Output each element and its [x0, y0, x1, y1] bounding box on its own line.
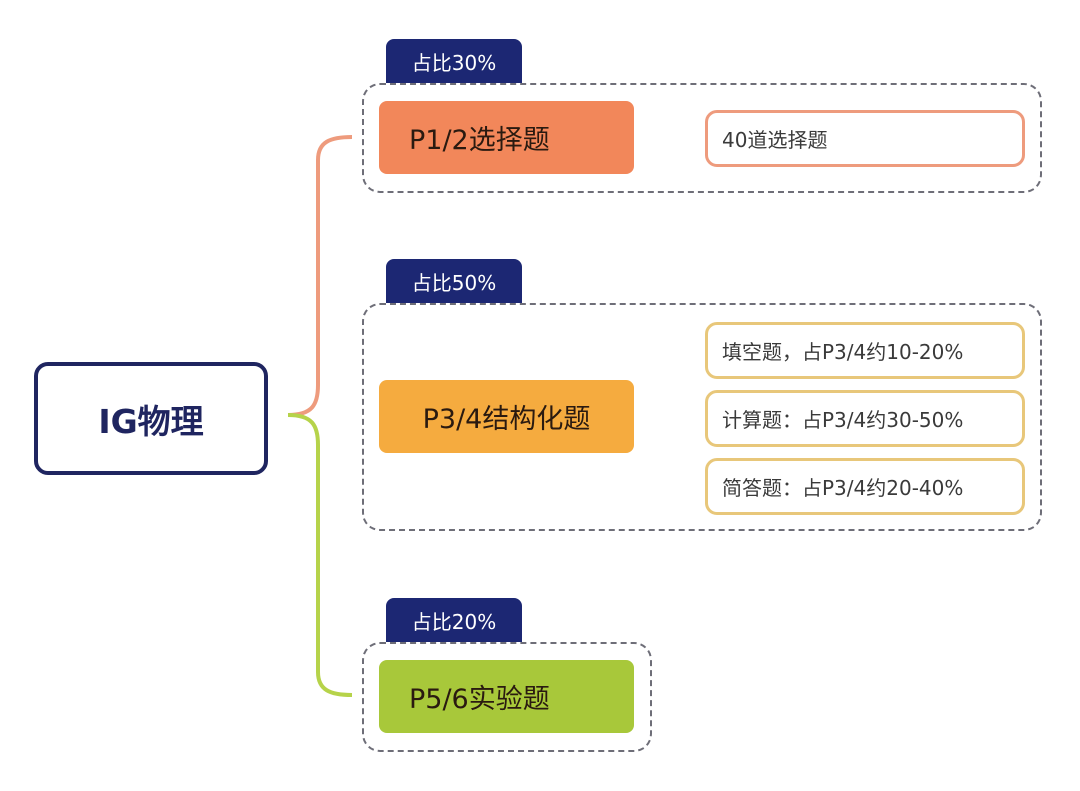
leaf-node[interactable]: 填空题，占P3/4约10-20% — [705, 322, 1025, 379]
branch-node-p1-2[interactable]: P1/2选择题 — [379, 101, 634, 174]
share-tag-label: 占比50% — [411, 270, 497, 295]
leaf-label: 计算题：占P3/4约30-50% — [722, 408, 964, 432]
branch-label: P5/6实验题 — [409, 684, 550, 715]
leaf-label: 40道选择题 — [722, 128, 828, 152]
leaf-node[interactable]: 简答题：占P3/4约20-40% — [705, 458, 1025, 515]
connector-green — [287, 413, 353, 697]
branch-label: P1/2选择题 — [409, 125, 550, 156]
share-tag-group-1: 占比30% — [386, 39, 522, 83]
branch-label: P3/4结构化题 — [422, 404, 591, 435]
share-tag-label: 占比20% — [411, 609, 497, 634]
leaf-label: 填空题，占P3/4约10-20% — [722, 340, 964, 364]
branch-node-p5-6[interactable]: P5/6实验题 — [379, 660, 634, 733]
share-tag-group-2: 占比50% — [386, 259, 522, 303]
leaf-node[interactable]: 计算题：占P3/4约30-50% — [705, 390, 1025, 447]
share-tag-label: 占比30% — [411, 50, 497, 75]
root-label: IG物理 — [98, 401, 204, 441]
leaf-node[interactable]: 40道选择题 — [705, 110, 1025, 167]
root-node[interactable]: IG物理 — [34, 362, 268, 475]
leaf-label: 简答题：占P3/4约20-40% — [722, 476, 964, 500]
share-tag-group-3: 占比20% — [386, 598, 522, 642]
branch-node-p3-4[interactable]: P3/4结构化题 — [379, 380, 634, 453]
connector-orange — [287, 135, 353, 417]
